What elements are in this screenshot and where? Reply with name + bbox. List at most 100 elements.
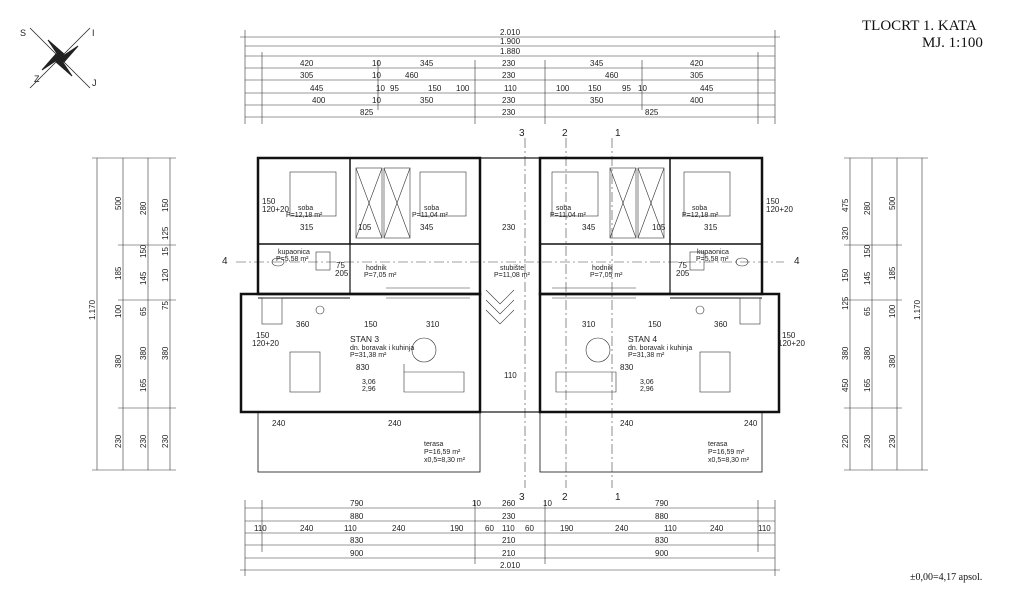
dim-in-75-left: 75 (336, 261, 345, 270)
dim-in-240-left-2: 240 (388, 419, 402, 428)
dim-right-c1-0: 500 (888, 196, 897, 210)
top-dimension-labels: 2.010 1.900 1.880 420 10 345 230 345 420… (300, 28, 714, 117)
dim-right-c3-2: 150 (841, 268, 850, 282)
dim-top-r6-5: 400 (690, 96, 704, 105)
room-terasa-left: terasa (424, 441, 444, 448)
dim-left-c1-1: 185 (114, 266, 123, 280)
dim-top-r3-3: 230 (502, 59, 516, 68)
dim-in-360-right: 360 (714, 320, 728, 329)
win-150-left: 150 (262, 197, 276, 206)
dim-top-r7-2: 825 (645, 108, 659, 117)
dim-in-110-stair: 110 (504, 371, 517, 380)
dim-top-r3-1: 10 (372, 59, 381, 68)
dim-top-r7-0: 825 (360, 108, 374, 117)
drawing-title: TLOCRT 1. KATA (862, 18, 977, 34)
dim-right-outer: 1.170 (913, 299, 922, 320)
level-mark-right-a: 3,06 (640, 379, 654, 386)
dim-in-205-right: 205 (676, 269, 690, 278)
dim-left-c1-3: 380 (114, 354, 123, 368)
dim-bot-r1-0: 790 (350, 499, 364, 508)
elevation-note: ±0,00=4,17 apsol. (910, 572, 983, 583)
dim-in-310-left: 310 (426, 320, 440, 329)
bottom-dimension-chain (240, 500, 780, 576)
room-stubiste: stubište (500, 265, 524, 272)
dim-right-c2-0: 280 (863, 201, 872, 215)
room-boravak-right: dn. boravak i kuhinja (628, 345, 692, 352)
dim-top-r5-1: 10 (376, 84, 385, 93)
top-dimension-chain (240, 30, 780, 124)
dim-top-r4-5: 305 (690, 71, 704, 80)
dim-top-r6-4: 350 (590, 96, 604, 105)
dim-top-r5-5: 110 (504, 84, 517, 93)
dim-top-r6-0: 400 (312, 96, 326, 105)
dim-bot-r3-3: 240 (392, 524, 406, 533)
dim-left-c3-6: 230 (161, 434, 170, 448)
unit-stan-3: STAN 3 (350, 334, 379, 344)
section-mark-3-bottom: 3 (519, 492, 525, 503)
room-soba-left-big-area: P=12,18 m² (286, 212, 323, 219)
dim-bot-r3-1: 240 (300, 524, 314, 533)
dim-left-c3-3: 120 (161, 268, 170, 282)
dim-right-c2-1: 150 (863, 244, 872, 258)
section-mark-3-top: 3 (519, 128, 525, 139)
dim-in-315-right: 315 (704, 223, 718, 232)
dim-in-150-right: 150 (648, 320, 662, 329)
dim-left-c1-2: 100 (114, 304, 123, 318)
dim-left-c2-3: 65 (139, 307, 148, 316)
dim-bot-r5-0: 900 (350, 549, 364, 558)
furniture (261, 167, 761, 393)
dim-top-r5-0: 445 (310, 84, 324, 93)
dim-bot-r2-1: 230 (502, 512, 516, 521)
dim-top-r7-1: 230 (502, 108, 516, 117)
dim-left-c3-2: 15 (161, 247, 170, 256)
dim-top-r5-10: 445 (700, 84, 714, 93)
dim-top-r6-1: 10 (372, 96, 381, 105)
dim-bot-r4-2: 830 (655, 536, 669, 545)
compass-letter-i: I (92, 28, 95, 38)
section-mark-1-bottom: 1 (615, 492, 621, 503)
room-hodnik-right: hodnik (592, 265, 613, 272)
dim-top-r4-3: 230 (502, 71, 516, 80)
drawing-scale: MJ. 1:100 (922, 35, 983, 51)
section-mark-4-right: 4 (794, 256, 800, 267)
dim-top-r3-4: 345 (590, 59, 604, 68)
dim-top-r6-3: 230 (502, 96, 516, 105)
dim-top-r3-0: 420 (300, 59, 314, 68)
dim-in-205-left: 205 (335, 269, 349, 278)
room-soba-right-small-area: P=11,04 m² (550, 212, 587, 219)
dim-bot-r2-2: 880 (655, 512, 669, 521)
win-120-left: 120+20 (262, 205, 289, 214)
room-hodnik-left-area: P=7,05 m² (364, 272, 397, 279)
unit-stan-4: STAN 4 (628, 334, 657, 344)
level-mark-left-b: 2,96 (362, 386, 376, 393)
dim-right-c1-2: 100 (888, 304, 897, 318)
dim-top-r3-2: 345 (420, 59, 434, 68)
sanitary-fixtures (271, 251, 749, 315)
bottom-dimension-labels: 790 10 260 10 790 880 230 880 110 240 11… (254, 499, 771, 570)
dim-top-r4-4: 460 (605, 71, 619, 80)
dim-in-240-left: 240 (272, 419, 286, 428)
room-terasa-left-area: P=16,59 m² (424, 449, 461, 456)
dim-bot-r6-0: 2.010 (500, 561, 521, 570)
dim-bot-r1-4: 790 (655, 499, 669, 508)
left-dimension-labels: 1.170 500 185 100 380 230 280 150 145 65… (88, 196, 170, 448)
dim-bot-r5-2: 900 (655, 549, 669, 558)
dim-bot-r3-2: 110 (344, 524, 357, 533)
dim-bot-r3-12: 110 (758, 524, 771, 533)
dim-top-r5-3: 150 (428, 84, 442, 93)
dim-in-360-left: 360 (296, 320, 310, 329)
dim-right-c2-3: 65 (863, 307, 872, 316)
dim-bot-r3-7: 60 (525, 524, 534, 533)
room-soba-right-small: soba (556, 205, 571, 212)
dim-in-315-left: 315 (300, 223, 314, 232)
dim-right-c2-5: 165 (863, 378, 872, 392)
room-kupaonica-right: kupaonica (697, 249, 729, 256)
dim-left-c1-0: 500 (114, 196, 123, 210)
room-boravak-left: dn. boravak i kuhinja (350, 345, 414, 352)
dim-right-c1-4: 230 (888, 434, 897, 448)
section-mark-4-left: 4 (222, 256, 228, 267)
section-mark-2-top: 2 (562, 128, 568, 139)
dim-in-345-right: 345 (582, 223, 596, 232)
dim-left-c2-4: 380 (139, 346, 148, 360)
room-soba-left-small: soba (424, 205, 439, 212)
